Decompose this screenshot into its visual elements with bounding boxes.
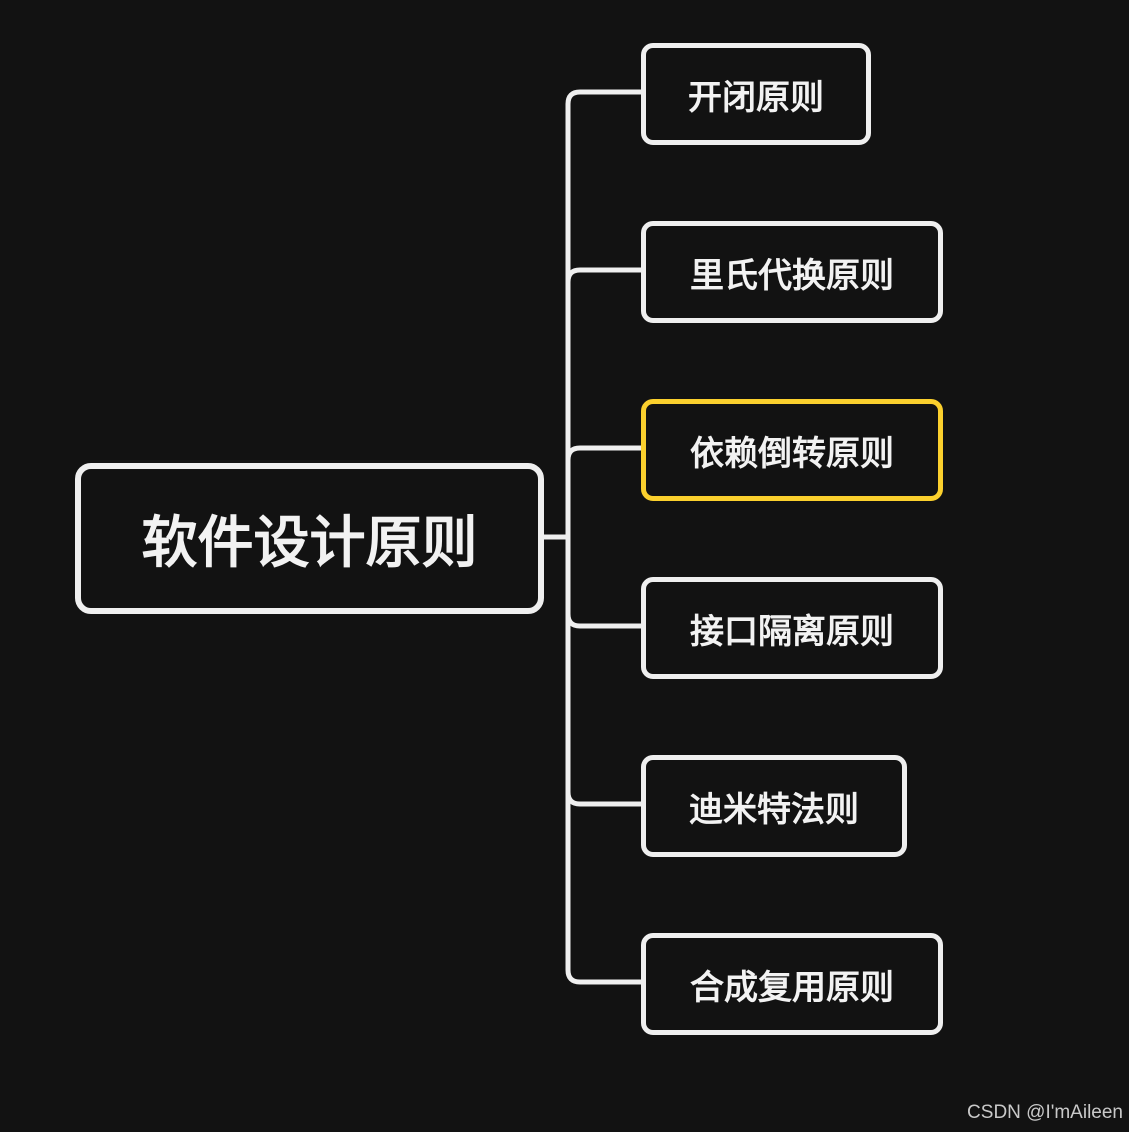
child-node-label: 合成复用原则 [690, 967, 894, 1008]
branch-line-3 [565, 445, 641, 461]
child-node-composite-reuse[interactable]: 合成复用原则 [641, 933, 943, 1035]
branch-line-5 [565, 791, 641, 807]
child-node-interface-segregation[interactable]: 接口隔离原则 [641, 577, 943, 679]
branch-line-2 [565, 267, 641, 283]
child-node-dependency-inversion[interactable]: 依赖倒转原则 [641, 399, 943, 501]
root-node[interactable]: 软件设计原则 [75, 463, 544, 614]
branch-line-1 [565, 89, 644, 540]
child-node-liskov[interactable]: 里氏代换原则 [641, 221, 943, 323]
branch-line-4 [565, 613, 641, 629]
child-node-label: 依赖倒转原则 [690, 433, 894, 474]
child-node-label: 迪米特法则 [689, 789, 859, 830]
child-node-label: 接口隔离原则 [690, 611, 894, 652]
child-node-label: 里氏代换原则 [690, 255, 894, 296]
branch-line-6 [565, 534, 644, 985]
root-node-label: 软件设计原则 [141, 511, 478, 576]
child-node-demeter[interactable]: 迪米特法则 [641, 755, 907, 857]
child-node-open-closed[interactable]: 开闭原则 [641, 43, 871, 145]
watermark: CSDN @I'mAileen [967, 1102, 1123, 1123]
child-node-label: 开闭原则 [688, 77, 824, 118]
